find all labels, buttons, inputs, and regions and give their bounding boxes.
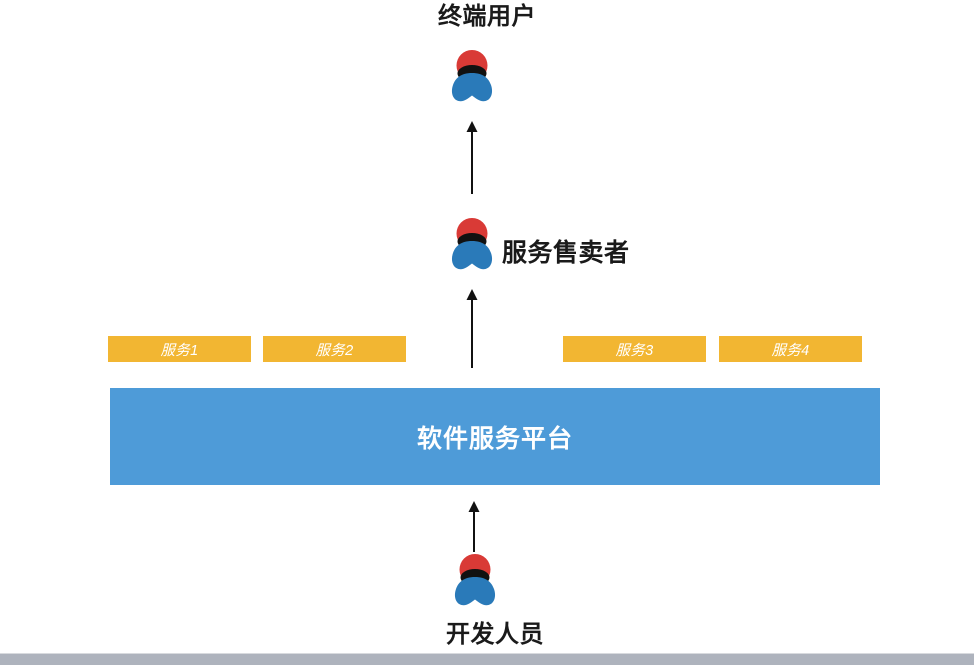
service-chip-3-label: 服务3 xyxy=(615,342,654,359)
service-seller-person-icon xyxy=(444,216,500,274)
service-chip-4[interactable]: 服务4 xyxy=(719,336,862,362)
service-chip-1-label: 服务1 xyxy=(160,342,199,359)
service-seller-label: 服务售卖者 xyxy=(502,239,630,267)
end-user-person-icon xyxy=(444,48,500,106)
service-chip-2[interactable]: 服务2 xyxy=(263,336,406,362)
developer-person-icon xyxy=(447,552,503,610)
software-service-platform-bar[interactable]: 软件服务平台 xyxy=(110,388,880,485)
service-chip-1[interactable]: 服务1 xyxy=(108,336,251,362)
arrow-developer-to-platform xyxy=(460,500,488,557)
service-chip-3[interactable]: 服务3 xyxy=(563,336,706,362)
page-bottom-bar xyxy=(0,653,974,665)
platform-label: 软件服务平台 xyxy=(416,424,573,453)
developer-title: 开发人员 xyxy=(446,621,544,648)
service-chip-2-label: 服务2 xyxy=(315,342,354,359)
service-chip-4-label: 服务4 xyxy=(771,342,810,359)
end-user-title: 终端用户 xyxy=(438,3,536,30)
arrow-platform-to-seller xyxy=(458,288,486,373)
arrow-seller-to-end-user xyxy=(458,120,486,199)
